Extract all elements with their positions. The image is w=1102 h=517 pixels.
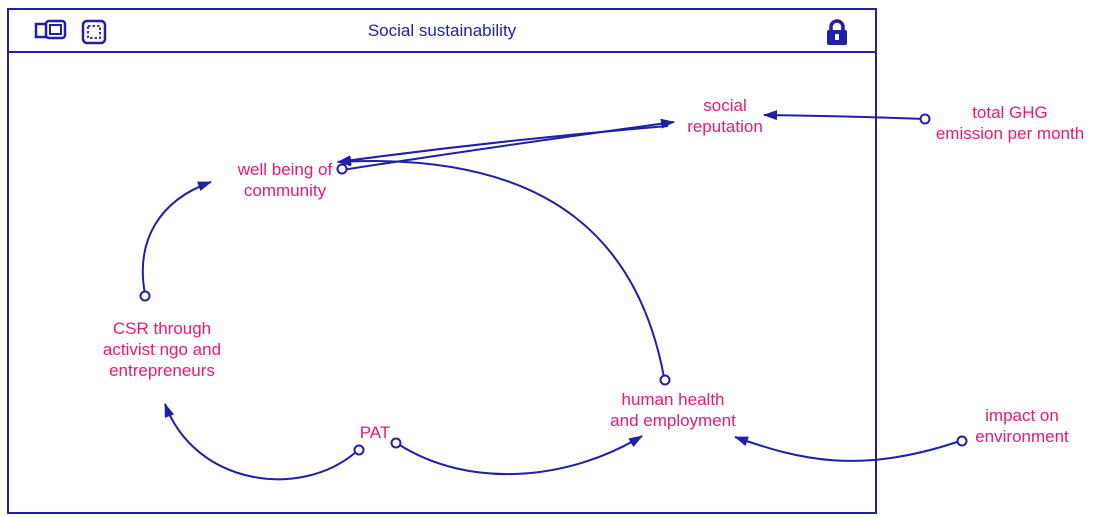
stacked-windows-icon[interactable] (34, 19, 68, 48)
link-origin-pat-right[interactable] (390, 437, 402, 449)
link-pat-to-csr[interactable] (164, 403, 357, 481)
dashed-select-icon[interactable] (81, 19, 107, 50)
lock-icon[interactable] (825, 19, 849, 52)
link-origin-pat-left[interactable] (353, 444, 365, 456)
link-origin-ghg[interactable] (919, 113, 931, 125)
link-human-health-to-wellbeing[interactable] (337, 156, 665, 378)
link-csr-to-wellbeing[interactable] (141, 181, 212, 295)
variable-pat[interactable]: PAT (359, 423, 391, 442)
variable-well-being-of-community[interactable]: well being of community (237, 160, 333, 200)
link-pat-to-human-health[interactable] (397, 435, 643, 476)
variable-impact-on-environment[interactable]: impact on environment (975, 406, 1069, 446)
link-origin-wellbeing[interactable] (336, 163, 348, 175)
variable-csr-through-activist-ngo[interactable]: CSR through activist ngo and entrepreneu… (102, 319, 222, 380)
link-origin-csr[interactable] (139, 290, 151, 302)
link-ghg-to-reputation[interactable] (763, 110, 926, 121)
link-origin-environment[interactable] (956, 435, 968, 447)
link-reputation-to-wellbeing[interactable] (337, 125, 669, 166)
variable-social-reputation[interactable]: social reputation (687, 96, 763, 136)
link-environment-to-human-health[interactable] (734, 436, 961, 462)
diagram-window: Social sustainability (7, 8, 877, 514)
link-wellbeing-to-reputation[interactable] (341, 118, 675, 171)
variable-human-health-and-employment[interactable]: human health and employment (610, 390, 736, 430)
link-origin-human-health[interactable] (659, 374, 671, 386)
variable-total-ghg-emission[interactable]: total GHG emission per month (935, 103, 1085, 143)
window-title: Social sustainability (367, 21, 517, 40)
window-titlebar: Social sustainability (9, 10, 875, 53)
